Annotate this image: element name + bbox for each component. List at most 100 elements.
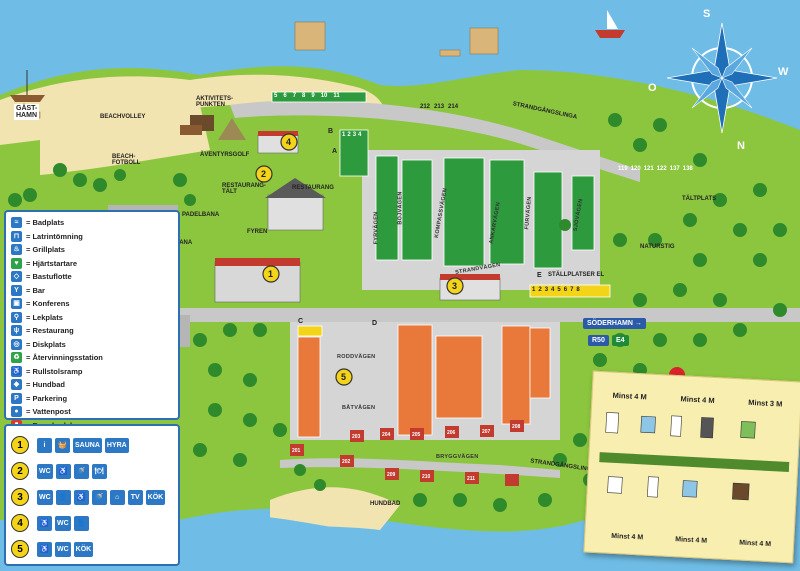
arrow-right-icon: → xyxy=(634,320,642,327)
parking-icon: P xyxy=(11,392,22,404)
water-drop-icon: ● xyxy=(11,406,22,418)
pitch-number: 7 xyxy=(292,93,297,99)
station-marker-1: 1 xyxy=(268,269,274,279)
label-beachfotboll: BEACH- FOTBOLL xyxy=(112,154,141,166)
pitch-number: 8 xyxy=(576,287,580,293)
restaurant-icon: ψ xyxy=(11,325,22,337)
pitches-e xyxy=(529,284,611,298)
road-batvagen: BÅTVÄGEN xyxy=(342,405,376,411)
legend-item: ψ= Restaurang xyxy=(11,324,173,338)
playground-icon: ⚲ xyxy=(11,311,22,323)
note-bottom-label-2: Minst 4 M xyxy=(675,536,708,545)
legend-item: P = Parkering xyxy=(11,392,173,406)
cabin-number: 203 xyxy=(352,434,361,440)
legend-item: ♻ = Återvinningsstation xyxy=(11,351,173,365)
facility-icon: SAUNA xyxy=(73,437,102,453)
station-number: 5 xyxy=(11,540,29,558)
facility-icon: WC xyxy=(37,489,53,505)
label-beachvolley: BEACHVOLLEY xyxy=(100,114,146,120)
section-e: E xyxy=(537,272,542,279)
note-bottom-label-3: Minst 4 M xyxy=(738,539,772,549)
legend-item: ♿ = Rullstolsramp xyxy=(11,365,173,379)
pitch-number: 1 xyxy=(342,132,346,138)
compass-rose xyxy=(666,22,778,134)
facility-icon: ♿ xyxy=(37,515,52,531)
cabin-number: 201 xyxy=(292,448,301,454)
section-d: D xyxy=(372,320,378,327)
label-aventyrsgolf: ÄVENTYRSGOLF xyxy=(200,152,250,158)
bar-icon: Y xyxy=(11,284,22,296)
sign-label: SÖDERHAMN xyxy=(587,320,633,327)
station-number: 1 xyxy=(11,436,29,454)
pitch-number: 121 xyxy=(643,166,654,172)
guest-harbour-boat xyxy=(10,70,45,102)
legend-item-label: = Grillplats xyxy=(26,245,65,255)
facility-icon: WC xyxy=(55,541,71,557)
facility-icon: HYRA xyxy=(104,437,129,453)
note-bottom-label-1: Minst 4 M xyxy=(611,532,644,542)
pitch-number: 138 xyxy=(682,166,693,172)
facility-icon: TV xyxy=(127,489,143,505)
facility-icon: KÖK xyxy=(73,541,94,557)
recycling-icon: ♻ xyxy=(11,352,22,364)
pitch-number: 6 xyxy=(283,93,287,99)
direction-sign: SÖDERHAMN → xyxy=(583,318,646,329)
legend-item-label: = Parkering xyxy=(26,393,68,403)
legend-item-label: = Diskplats xyxy=(26,339,66,349)
cabin-number: 211 xyxy=(467,476,476,482)
legend-item-label: = Hjärtstartare xyxy=(26,258,78,268)
sauna-icon: ◇ xyxy=(11,271,22,283)
pitch-number: 5 xyxy=(274,93,278,99)
station-row: 4♿WC👤 xyxy=(11,510,173,536)
pitch-number: 213 xyxy=(434,104,445,110)
cabin-number: 207 xyxy=(482,429,491,435)
pitch-grid-north xyxy=(271,91,595,269)
restaurant-building xyxy=(267,194,324,231)
legend-item: ♨ = Grillplats xyxy=(11,243,173,257)
label-naturstig: NATURSTIG xyxy=(640,244,675,250)
legend-item: ⊓= Latrintömning xyxy=(11,230,173,244)
label-aktivitetspunkten: AKTIVITETS- PUNKTEN xyxy=(196,96,233,108)
legend-item: ◆= Hundbad xyxy=(11,378,173,392)
station-number: 4 xyxy=(11,514,29,532)
wheelchair-icon: ♿ xyxy=(11,365,22,377)
legend-item-label: = Rullstolsramp xyxy=(26,366,83,376)
road-roddvagen: RODDVÄGEN xyxy=(337,354,376,360)
cabin-number: 209 xyxy=(387,472,396,478)
legend-item-label: = Bar xyxy=(26,285,45,295)
swim-icon: ≈ xyxy=(11,217,22,229)
legend-item: ◇= Bastuflotte xyxy=(11,270,173,284)
legend-item-label: = Vattenpost xyxy=(26,407,71,417)
trees xyxy=(8,113,787,512)
sign-e4: E4 xyxy=(612,335,629,346)
road-fyrvagen: FYRVÄGEN xyxy=(373,211,380,245)
station-marker-5: 5 xyxy=(341,372,347,382)
road-ring-north xyxy=(230,100,640,182)
facility-icon: ♿ xyxy=(55,463,71,479)
compass-o: O xyxy=(648,82,657,94)
compass-w: W xyxy=(778,66,789,78)
section-c: C xyxy=(298,318,304,325)
pitch-number: 214 xyxy=(448,104,459,110)
toilet-dump-icon: ⊓ xyxy=(11,230,22,242)
cabin-number: 205 xyxy=(412,432,421,438)
legend-item: ● = Vattenpost xyxy=(11,405,173,419)
facility-icon: 🧺 xyxy=(55,437,70,453)
facility-icon: 👤 xyxy=(73,515,89,531)
station-number: 3 xyxy=(11,488,29,506)
pitch-number: 122 xyxy=(656,166,667,172)
legend-item-label: = Badplats xyxy=(26,218,65,228)
note-diagram xyxy=(599,412,790,501)
legend-item-label: = Återvinningsstation xyxy=(26,353,103,363)
legend-item: Y = Bar xyxy=(11,284,173,298)
label-fyren: FYREN xyxy=(247,229,268,235)
cabin-houses xyxy=(290,420,524,486)
grill-icon: ♨ xyxy=(11,244,22,256)
